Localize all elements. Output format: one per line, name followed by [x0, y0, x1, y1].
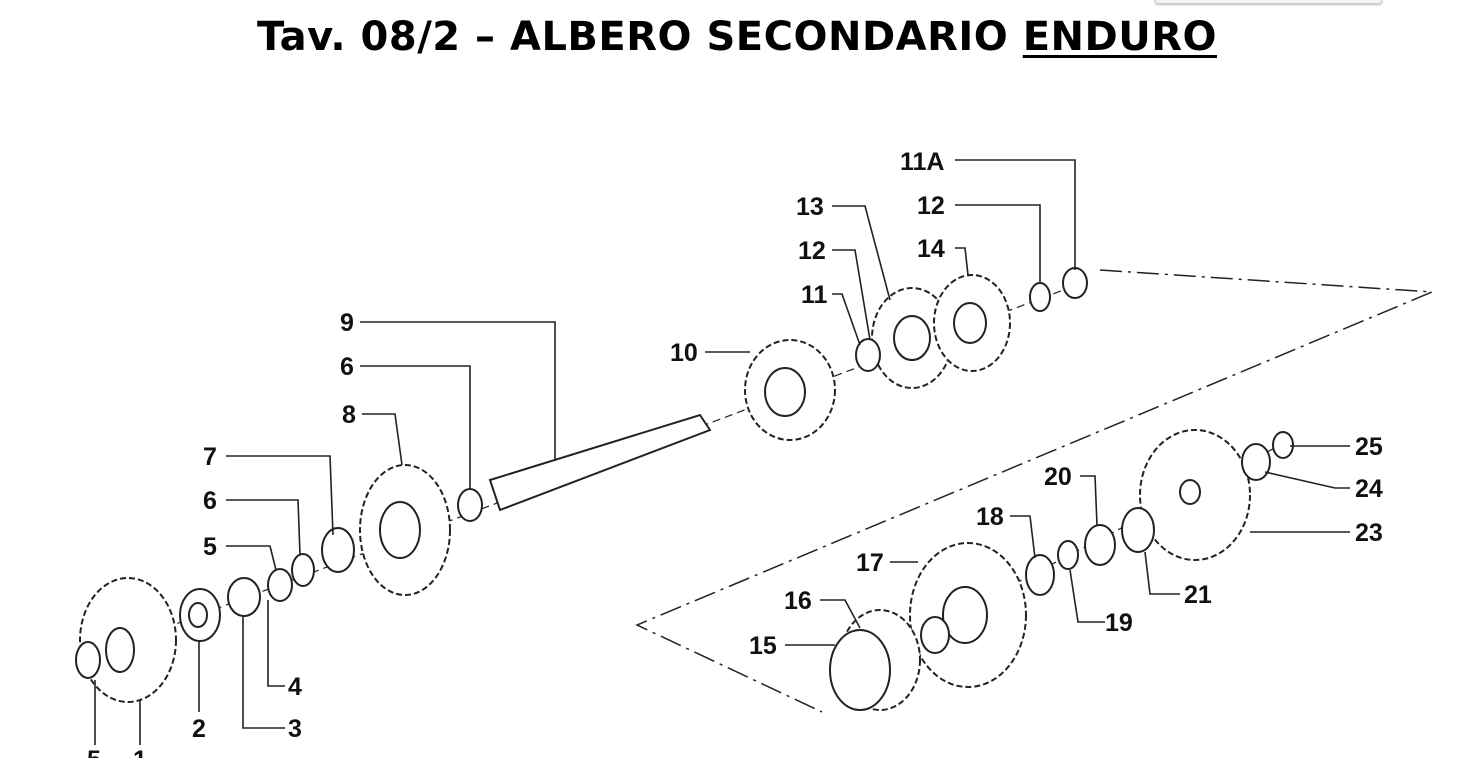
callout-5a: 5: [203, 533, 217, 561]
title-text: Tav. 08/2 – ALBERO SECONDARIO: [256, 14, 1023, 60]
callout-13: 13: [796, 193, 824, 221]
callout-18: 18: [976, 503, 1004, 531]
page-title: Tav. 08/2 – ALBERO SECONDARIO ENDURO: [0, 14, 1474, 60]
title-underlined: ENDURO: [1022, 14, 1218, 60]
callout-23: 23: [1355, 519, 1383, 547]
callout-11A: 11A: [900, 148, 944, 176]
callout-labels: 11A 13 12 12 14 11 9 6 10 8 7 6 5 4 2 3 …: [87, 148, 1383, 758]
callout-1: 1: [133, 746, 147, 758]
callout-21: 21: [1184, 581, 1212, 609]
callout-4: 4: [288, 673, 302, 701]
toolbar-edge: [1155, 0, 1382, 4]
callout-12a: 12: [917, 192, 945, 220]
callout-5b: 5: [87, 746, 101, 758]
axis-line: [635, 269, 1433, 713]
callout-24: 24: [1355, 475, 1383, 503]
callout-16: 16: [784, 587, 812, 615]
callout-10: 10: [670, 339, 698, 367]
callout-25: 25: [1355, 433, 1383, 461]
callout-20: 20: [1044, 463, 1072, 491]
callout-6a: 6: [340, 353, 354, 381]
parts-lower: [829, 429, 1294, 711]
callout-3: 3: [288, 715, 302, 743]
callout-7: 7: [203, 443, 217, 471]
callout-6b: 6: [203, 487, 217, 515]
callout-19: 19: [1105, 609, 1133, 637]
callout-14: 14: [917, 235, 945, 263]
leader-lines: [94, 159, 1350, 745]
callout-11: 11: [801, 281, 828, 309]
callout-12b: 12: [798, 237, 826, 265]
callout-8: 8: [342, 401, 356, 429]
parts-upper: [75, 267, 1088, 703]
callout-2: 2: [192, 715, 206, 743]
callout-9: 9: [340, 309, 354, 337]
callout-17: 17: [856, 549, 884, 577]
callout-15: 15: [749, 632, 777, 660]
